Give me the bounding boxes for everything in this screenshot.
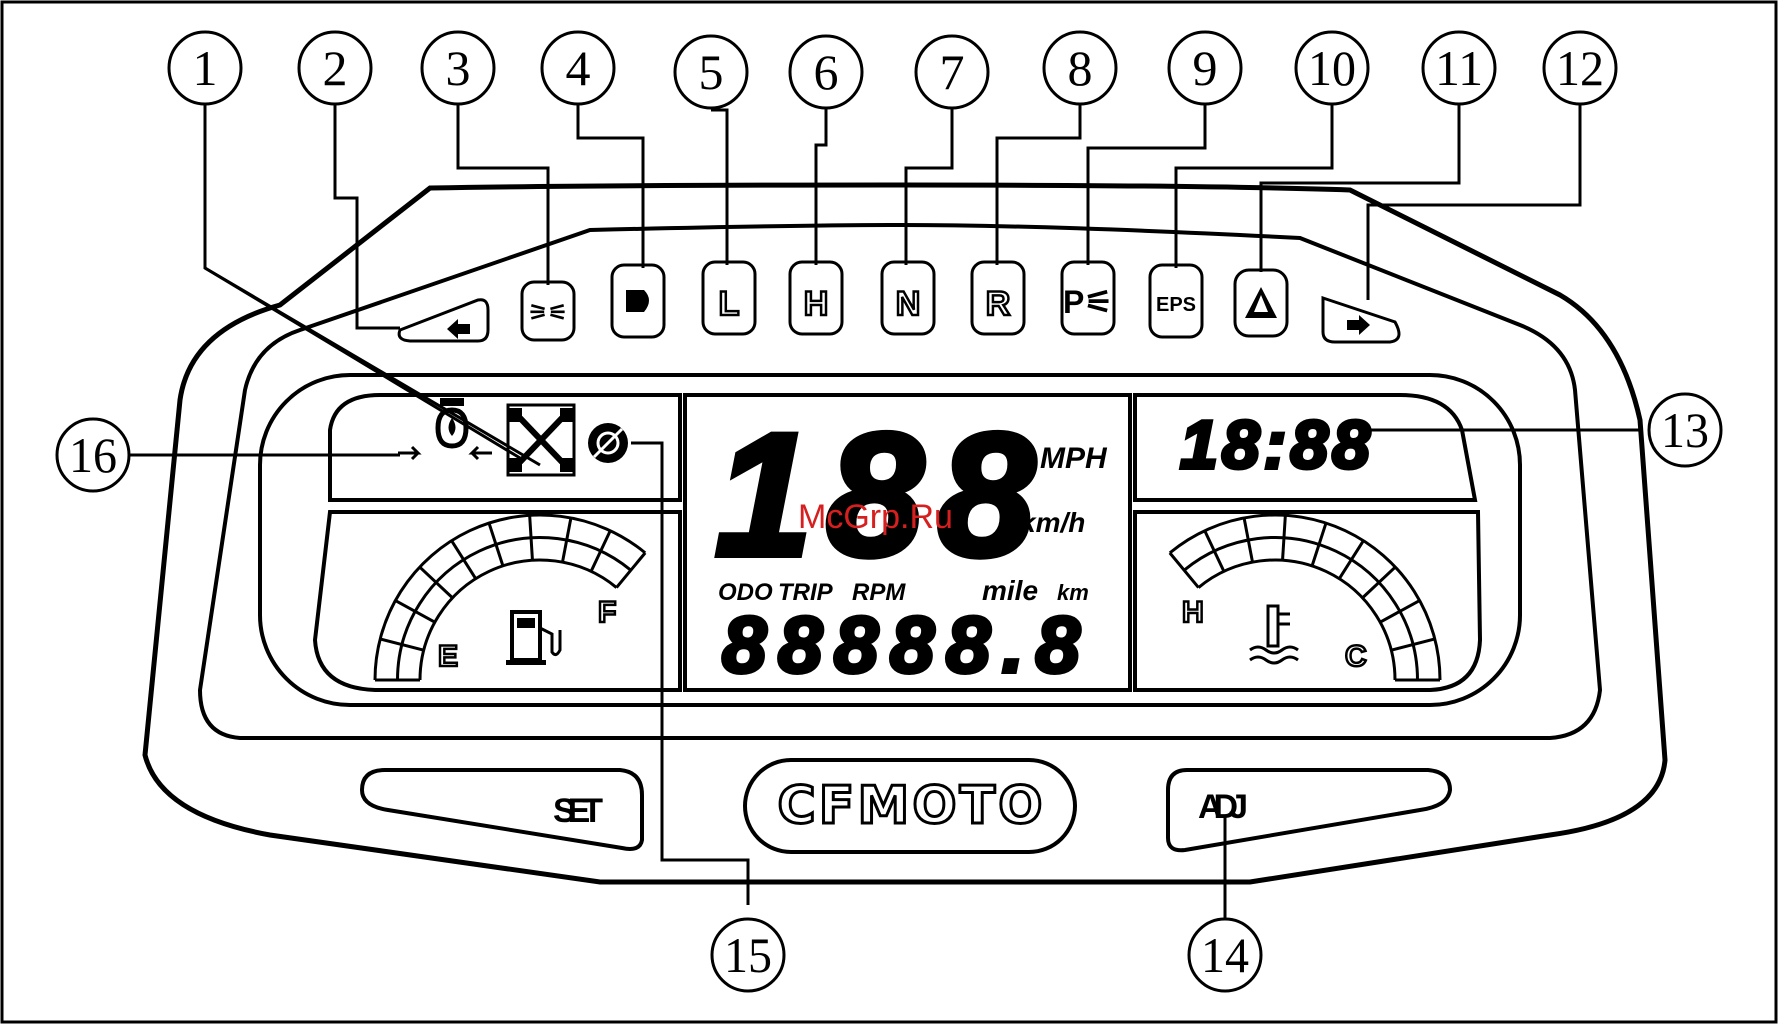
callout-7: 7 — [916, 36, 988, 108]
speed-unit-mph: MPH — [1040, 442, 1108, 475]
fuel-empty-label: E — [438, 640, 458, 673]
set-button[interactable]: SET — [362, 770, 642, 849]
callout-5-label: 5 — [699, 44, 724, 100]
callout-9-label: 9 — [1193, 40, 1218, 96]
temp-hot-label: H — [1182, 596, 1204, 629]
speed-unit-kmh: km/h — [1020, 507, 1085, 538]
watermark: McGrp.Ru — [798, 498, 953, 536]
callout-1: 1 — [169, 32, 241, 104]
turn-right-arrow-icon — [1347, 315, 1370, 335]
callout-6: 6 — [790, 36, 862, 108]
adj-button[interactable]: ADJ — [1168, 770, 1450, 850]
callout-9: 9 — [1169, 32, 1241, 104]
callout-11-label: 11 — [1435, 40, 1483, 96]
callout-4-label: 4 — [566, 40, 591, 96]
neutral-indicator: N — [896, 285, 921, 323]
callout-15: 15 — [712, 919, 784, 991]
temp-gauge-segment — [1380, 601, 1419, 623]
temp-gauge-segment — [1170, 553, 1199, 588]
callout-12: 12 — [1544, 32, 1616, 104]
turn-left-indicator — [399, 300, 488, 341]
temp-gauge-segment — [1339, 541, 1363, 579]
temp-gauge-segment — [1283, 515, 1286, 560]
fuel-gauge-segment — [591, 531, 610, 572]
callout-6-label: 6 — [814, 44, 839, 100]
headlight-icon — [626, 290, 649, 312]
turn-left-arrow-icon — [447, 319, 470, 339]
temp-cold-label: C — [1345, 640, 1367, 673]
callout-2: 2 — [299, 32, 371, 104]
parking-light-icon: P⚟ — [1063, 284, 1113, 320]
callout-1-label: 1 — [193, 40, 218, 96]
callout-5: 5 — [675, 36, 747, 108]
fuel-gauge-segment — [489, 523, 503, 566]
callout-14: 14 — [1189, 919, 1261, 991]
callout-11: 11 — [1423, 32, 1495, 104]
temp-gauge-segment — [1205, 531, 1224, 572]
temperature-gauge — [1170, 515, 1440, 680]
callout-16-label: 16 — [69, 427, 117, 483]
callout-8-label: 8 — [1068, 40, 1093, 96]
callout-3-label: 3 — [446, 40, 471, 96]
fuel-pump-icon — [506, 612, 560, 665]
callout-15-label: 15 — [724, 927, 772, 983]
brand-logo: CFMOTO — [778, 776, 1043, 836]
coolant-temp-icon — [1250, 606, 1298, 663]
temp-gauge-segment — [1312, 523, 1326, 566]
four-wheel-drive-icon — [508, 405, 574, 475]
odometer-display: 88888.8 — [722, 600, 1081, 689]
fuel-full-label: F — [598, 596, 616, 629]
callout-14-label: 14 — [1201, 927, 1249, 983]
brand-logo-plate: CFMOTO — [745, 760, 1075, 852]
fuel-gauge-segment — [616, 553, 645, 588]
eps-indicator: EPS — [1156, 294, 1196, 316]
reverse-indicator: R — [986, 285, 1011, 323]
speed-display: 188 — [715, 398, 1036, 593]
fuel-gauge-segment — [395, 601, 434, 623]
callout-7-label: 7 — [940, 44, 965, 100]
callout-12-label: 12 — [1556, 40, 1604, 96]
set-button-label: SET — [553, 792, 603, 830]
fuel-gauge-segment — [530, 515, 533, 560]
fuel-gauge-segment — [452, 541, 476, 579]
callout-13-label: 13 — [1661, 402, 1709, 458]
callout-13: 13 — [1649, 394, 1721, 466]
low-gear-indicator: L — [719, 285, 740, 323]
high-gear-indicator: H — [804, 285, 829, 323]
callout-4: 4 — [542, 32, 614, 104]
adj-button-label: ADJ — [1198, 788, 1248, 826]
callout-10-label: 10 — [1308, 40, 1356, 96]
callout-10: 10 — [1296, 32, 1368, 104]
callout-2-label: 2 — [323, 40, 348, 96]
brake-warning-icon — [588, 423, 628, 463]
clock-display: 18:88 — [1180, 407, 1370, 483]
callout-16: 16 — [57, 419, 129, 491]
callout-8: 8 — [1044, 32, 1116, 104]
position-light-icon: ⚞⚟ — [528, 300, 567, 325]
callout-3: 3 — [422, 32, 494, 104]
